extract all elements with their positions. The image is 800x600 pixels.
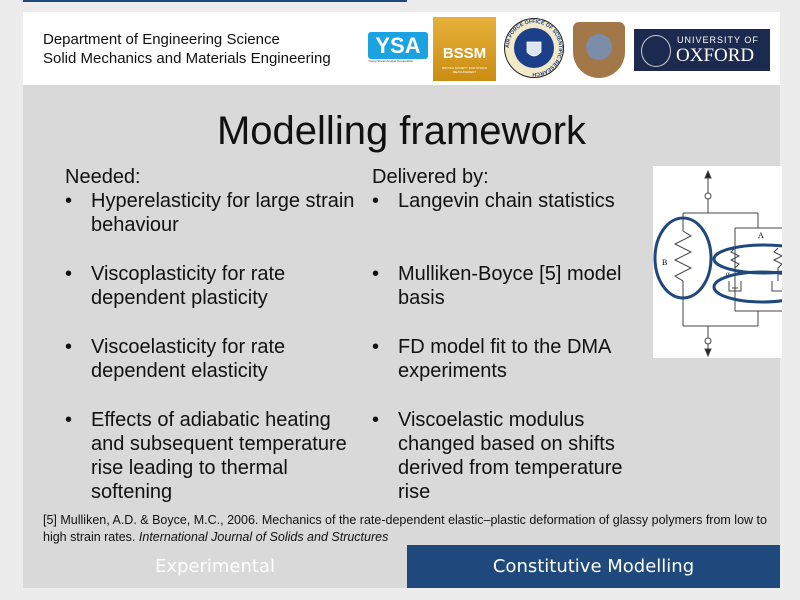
needed-heading: Needed: (65, 166, 141, 188)
needed-item: Viscoplasticity for rate dependent plast… (65, 262, 355, 310)
top-accent-line (23, 0, 407, 2)
needed-column: Needed: Hyperelasticity for large strain… (65, 165, 355, 529)
needed-item: Viscoelasticity for rate dependent elast… (65, 335, 355, 383)
delivered-item: FD model fit to the DMA experiments (372, 335, 652, 383)
reference-citation: [5] Mulliken, A.D. & Boyce, M.C., 2006. … (43, 512, 773, 546)
needed-item: Hyperelasticity for large strain behavio… (65, 189, 355, 237)
highlight-ellipse-dashpots (712, 270, 800, 304)
slide-title: Modelling framework (216, 109, 587, 153)
spring-dashpot-diagram: A B α (653, 169, 800, 358)
reference-text: [5] Mulliken, A.D. & Boyce, M.C., 2006. … (43, 513, 767, 544)
shield-emblem-logo (573, 22, 625, 78)
delivered-heading: Delivered by: (372, 166, 489, 188)
rheological-model-diagram: A B α (653, 166, 800, 358)
tab-experimental[interactable]: Experimental (23, 545, 407, 588)
afosr-seal: AIR FORCE OFFICE OF SCIENTIFIC RESEARCH (504, 18, 564, 78)
department-title: Department of Engineering Science Solid … (43, 30, 331, 68)
oxford-top-text: UNIVERSITY OF (677, 35, 759, 45)
delivered-item: Mulliken-Boyce [5] model basis (372, 262, 652, 310)
dept-line-2: Solid Mechanics and Materials Engineerin… (43, 50, 331, 67)
label-b: B (662, 258, 667, 267)
label-a: A (758, 231, 764, 240)
reference-journal: International Journal of Solids and Stru… (138, 530, 389, 544)
delivered-item: Langevin chain statistics (372, 189, 652, 213)
ysa-text: YSA (368, 32, 428, 59)
tab-constitutive-modelling[interactable]: Constitutive Modelling (407, 545, 780, 588)
afosr-seal-logo: AIR FORCE OFFICE OF SCIENTIFIC RESEARCH (503, 16, 565, 80)
ysa-logo: YSA Young Stress Analyst Competition (368, 32, 428, 68)
highlight-ellipse-b (653, 216, 713, 300)
delivered-item: Viscoelastic modulus changed based on sh… (372, 408, 652, 504)
slide-header: Department of Engineering Science Solid … (23, 12, 780, 85)
ysa-subtitle: Young Stress Analyst Competition (368, 59, 414, 63)
needed-item: Effects of adiabatic heating and subsequ… (65, 408, 355, 504)
label-alpha: α (726, 270, 730, 278)
delivered-column: Delivered by: Langevin chain statistics … (372, 165, 652, 529)
oxford-crest (641, 35, 671, 67)
dept-line-1: Department of Engineering Science (43, 31, 280, 48)
highlight-ellipse-springs (712, 243, 800, 275)
oxford-main-text: OXFORD (676, 45, 755, 66)
bssm-logo: BSSM BRITISH SOCIETY FOR STRAIN MEASUREM… (433, 17, 496, 81)
bssm-subtitle: BRITISH SOCIETY FOR STRAIN MEASUREMENT (442, 66, 487, 74)
slide-body: Modelling framework Needed: Hyperelastic… (23, 85, 800, 546)
emblem-disc (586, 34, 612, 60)
bssm-text: BSSM (442, 45, 487, 62)
oxford-logo: UNIVERSITY OF OXFORD (634, 29, 770, 71)
